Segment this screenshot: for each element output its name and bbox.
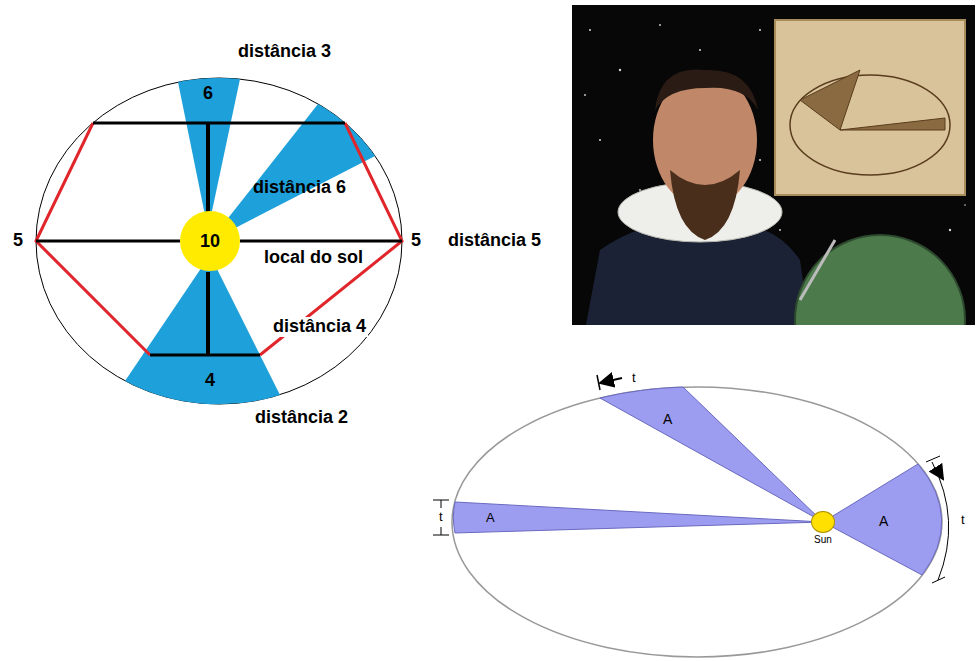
orbit-ellipse: [452, 387, 942, 657]
diagram-label: t: [959, 513, 967, 527]
diagram-label: distância 3: [236, 42, 333, 62]
diagram-label: distância 2: [253, 408, 350, 428]
chord-line: [93, 122, 345, 125]
distance-line: [240, 240, 402, 243]
bracket: [441, 500, 442, 508]
bracket: [600, 378, 622, 383]
orbit-ellipse: [36, 78, 402, 404]
area-wedge: [600, 387, 823, 522]
diagram-label: t: [437, 510, 445, 524]
bracket: [441, 527, 442, 535]
area-wedge: [178, 78, 240, 230]
sun-disc: [811, 511, 835, 533]
bracket: [932, 577, 945, 583]
sun-label: 10: [200, 231, 220, 252]
diagram-label: 6: [201, 84, 215, 104]
diagram-label: 4: [203, 371, 217, 391]
diagram-label: local do sol: [262, 248, 365, 268]
area-wedge: [125, 255, 280, 404]
diagram-label: A: [484, 511, 497, 525]
bracket: [926, 456, 940, 462]
diagram-label: A: [661, 412, 674, 427]
area-wedge: [823, 464, 942, 575]
sun-circle: 10: [180, 211, 240, 271]
diagram-label: distância 4: [271, 317, 368, 337]
bracket: [597, 375, 600, 390]
sun-symbol: Sun: [811, 511, 835, 545]
bracket: [936, 468, 943, 479]
orbit-diagram: [36, 78, 402, 404]
area-wedge: [210, 104, 375, 241]
sun-label: Sun: [814, 534, 832, 545]
bracket: [932, 462, 949, 580]
area-wedge: [453, 502, 823, 533]
distance-line: [36, 240, 180, 243]
chord-line: [150, 354, 260, 357]
diagram-label: distância 6: [251, 178, 348, 198]
diagram-label: 5: [409, 231, 423, 251]
diagram-label: 5: [11, 231, 25, 251]
diagram-label: t: [630, 371, 638, 385]
diagram-label: A: [877, 514, 890, 529]
red-polygon: [36, 123, 150, 355]
diagram-label: distância 5: [446, 231, 543, 251]
distance-line: [206, 272, 210, 355]
red-polygon: [260, 123, 402, 355]
kepler-second-law: [433, 375, 949, 657]
distance-line: [206, 123, 210, 212]
kepler-photo: [572, 5, 975, 325]
